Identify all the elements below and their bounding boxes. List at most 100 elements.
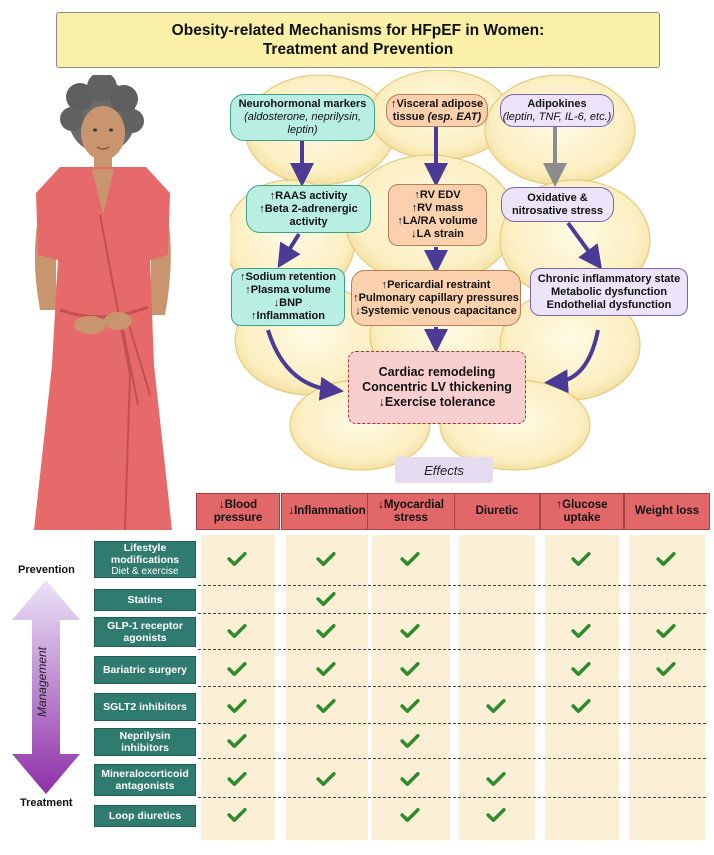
checkmark-icon (227, 699, 247, 713)
checkmark-icon (227, 624, 247, 638)
row-label-text: GLP-1 receptor agonists (107, 620, 183, 644)
checkmark-icon (400, 624, 420, 638)
up-arrow-icon: ↑ (251, 310, 257, 322)
column-background (545, 535, 619, 840)
up-arrow-icon: ↑ (414, 189, 420, 201)
column-background (286, 535, 368, 840)
row-label-text: Loop diuretics (108, 810, 182, 822)
management-label: Management (35, 646, 49, 718)
rv-line-3: LA/RA volume (402, 215, 478, 227)
raas-line-2: Beta 2-adrenergic activity (264, 202, 358, 228)
checkmark-icon (571, 699, 591, 713)
row-divider (198, 758, 706, 759)
title-banner: Obesity-related Mechanisms for HFpEF in … (56, 12, 660, 68)
up-arrow-icon: ↑ (259, 202, 265, 215)
oxidative-line-2: nitrosative stress (511, 204, 604, 217)
up-arrow-icon: ↑ (245, 284, 251, 296)
mechanism-arrows (266, 127, 603, 401)
column-header-label: Diuretic (475, 505, 519, 517)
checkmark-icon (486, 808, 506, 822)
column-background (629, 535, 705, 840)
cardiac-remodeling-node: Cardiac remodeling Concentric LV thicken… (348, 351, 526, 424)
checkmark-icon (227, 662, 247, 676)
checkmark-icon (316, 592, 336, 606)
treatment-label: Treatment (20, 797, 73, 809)
checkmark-icon (227, 772, 247, 786)
checkmark-icon (400, 662, 420, 676)
checkmark-icon (316, 662, 336, 676)
chronic-line-2: Metabolic dysfunction (550, 285, 668, 298)
column-header-2: ↓Myocardial stress (367, 493, 455, 530)
checkmark-icon (571, 551, 591, 566)
up-arrow-icon: ↑ (353, 291, 359, 304)
adipokines-node: Adipokines (leptin, TNF, IL-6, etc.) (500, 94, 614, 127)
neurohormonal-detail: (aldosterone, neprilysin, leptin) (244, 111, 361, 136)
sodium-line-2: Plasma volume (250, 284, 331, 296)
adipokines-detail: (leptin, TNF, IL-6, etc.) (502, 110, 612, 123)
row-label-5: Neprilysin inhibitors (94, 728, 196, 756)
row-label-text: SGLT2 inhibitors (103, 701, 187, 713)
adipokines-title: Adipokines (527, 97, 587, 110)
row-label-2: GLP-1 receptor agonists (94, 617, 196, 647)
checkmark-icon (486, 772, 506, 786)
raas-line-1: RAAS activity (275, 189, 348, 202)
row-label-text: Bariatric surgery (102, 664, 188, 676)
chronic-inflammatory-node: Chronic inflammatory state Metabolic dys… (530, 268, 688, 316)
checkmark-icon (227, 734, 247, 748)
column-background (372, 535, 450, 840)
column-header-label: Glucose uptake (562, 498, 608, 524)
oxidative-line-1: Oxidative & (527, 191, 588, 204)
pericardial-line-3: Systemic venous capacitance (360, 304, 517, 317)
sodium-line-3: BNP (279, 297, 303, 309)
visceral-adipose-node: ↑Visceral adipose tissue (esp. EAT) (386, 94, 488, 127)
down-arrow-icon: ↓ (288, 505, 295, 517)
down-arrow-icon: ↓ (378, 498, 384, 511)
column-header-0: ↓Blood pressure (196, 493, 280, 530)
up-arrow-icon: ↑ (390, 97, 397, 110)
checkmark-icon (316, 624, 336, 638)
row-label-4: SGLT2 inhibitors (94, 693, 196, 721)
neurohormonal-title: Neurohormonal markers (238, 98, 367, 110)
column-header-5: Weight loss (624, 493, 710, 530)
chronic-line-3: Endothelial dysfunction (546, 298, 672, 311)
checkmark-icon (316, 772, 336, 786)
up-arrow-icon: ↑ (397, 215, 403, 227)
column-background (201, 535, 275, 840)
effects-label: Effects (395, 457, 493, 483)
column-header-label: Myocardial stress (383, 498, 444, 524)
checkmark-icon (227, 808, 247, 822)
title-line-2: Treatment and Prevention (262, 41, 454, 58)
visceral-detail: (esp. EAT) (427, 110, 482, 123)
title-line-1: Obesity-related Mechanisms for HFpEF in … (171, 22, 545, 39)
row-divider (198, 723, 706, 724)
checkmark-icon (656, 551, 676, 566)
row-label-1: Statins (94, 589, 196, 611)
checkmark-icon (400, 551, 420, 566)
prevention-label: Prevention (18, 564, 75, 576)
checkmark-icon (571, 662, 591, 676)
row-label-subtext: Diet & exercise (111, 565, 179, 577)
column-background (459, 535, 535, 840)
neurohormonal-markers-node: Neurohormonal markers (aldosterone, nepr… (230, 94, 375, 141)
checkmark-icon (486, 699, 506, 713)
column-header-label: Weight loss (634, 505, 700, 517)
row-label-text: Lifestyle modifications (110, 541, 180, 566)
cardiac-line-2: Concentric LV thickening (362, 380, 512, 394)
pericardial-node: ↑Pericardial restraint ↑Pulmonary capill… (351, 270, 521, 326)
checkmark-icon (400, 734, 420, 748)
rv-node: ↑RV EDV ↑RV mass ↑LA/RA volume ↓LA strai… (388, 184, 487, 246)
visceral-line-2: tissue (392, 110, 425, 123)
column-header-3: Diuretic (454, 493, 540, 530)
oxidative-stress-node: Oxidative & nitrosative stress (501, 187, 614, 222)
down-arrow-icon: ↓ (378, 395, 385, 409)
column-header-1: ↓Inflammation (281, 493, 373, 530)
down-arrow-icon: ↓ (218, 498, 225, 511)
sodium-retention-node: ↑Sodium retention ↑Plasma volume ↓BNP ↑I… (231, 268, 345, 326)
checkmark-icon (656, 662, 676, 676)
row-label-text: Statins (127, 594, 163, 606)
checkmark-icon (316, 699, 336, 713)
row-label-7: Loop diuretics (94, 805, 196, 827)
row-divider (198, 686, 706, 687)
checkmark-icon (316, 551, 336, 566)
